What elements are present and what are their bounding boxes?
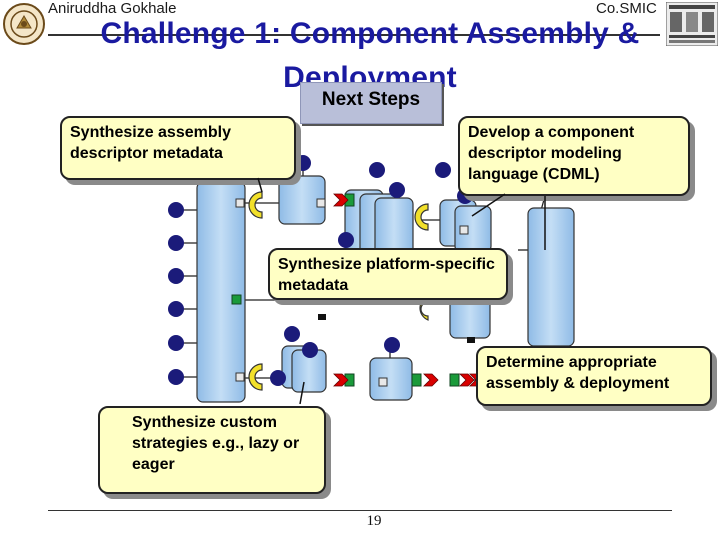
- port-dot: [295, 155, 311, 171]
- receptacle-icon: [248, 191, 263, 219]
- pointer-line: [299, 381, 305, 405]
- port-dot: [168, 369, 184, 385]
- assembly-container: [196, 181, 246, 403]
- port-dot: [168, 235, 184, 251]
- socket-icon: [235, 372, 245, 382]
- port-dot: [389, 182, 405, 198]
- slide-title-line-1: Challenge 1: Component Assembly &: [100, 17, 640, 50]
- university-seal-icon: [3, 3, 45, 45]
- stubs: [318, 314, 475, 343]
- receptacle-icon: [414, 203, 429, 231]
- event-source-icon: [411, 373, 422, 387]
- header-rule: [48, 34, 660, 36]
- port-dot: [338, 232, 354, 248]
- next-steps-label: Next Steps: [300, 82, 442, 124]
- event-sink-icon: [333, 193, 349, 207]
- event-sink-icon: [333, 373, 349, 387]
- port-dot: [168, 335, 184, 351]
- socket-icon: [378, 377, 388, 387]
- port-dot: [384, 337, 400, 353]
- brand-name: Co.SMIC: [596, 0, 657, 17]
- socket-icon: [316, 198, 326, 208]
- component-ports: [270, 155, 473, 386]
- author-name: Aniruddha Gokhale: [48, 0, 177, 17]
- sockets: [235, 198, 469, 387]
- callout-determine: Determine appropriate assembly & deploym…: [476, 346, 712, 406]
- receptacle-icon: [419, 295, 429, 321]
- event-source-icon: [231, 294, 242, 305]
- port-dot: [369, 162, 385, 178]
- port-dot: [168, 268, 184, 284]
- callout-develop-cdml: Develop a component descriptor modeling …: [458, 116, 690, 196]
- stub-icon: [467, 337, 475, 343]
- pointer-line: [471, 193, 506, 217]
- component-boxes: [278, 175, 575, 401]
- callout-platform-specific: Synthesize platform-specific metadata: [268, 248, 508, 300]
- socket-icon: [235, 198, 245, 208]
- port-dot: [168, 202, 184, 218]
- port-dot: [435, 162, 451, 178]
- event-sink-icon: [459, 373, 475, 387]
- callout-custom-strategies: Synthesize custom strategies e.g., lazy …: [98, 406, 326, 494]
- receptacles: [248, 191, 429, 391]
- footer-rule: [48, 510, 672, 511]
- socket-icon: [459, 225, 469, 235]
- stub-icon: [318, 314, 326, 320]
- event-sources: [231, 193, 460, 387]
- external-ports: [168, 202, 184, 385]
- page-number: 19: [366, 513, 382, 529]
- dre-institute-logo-icon: [666, 2, 718, 46]
- port-dot: [284, 326, 300, 342]
- port-dot: [302, 342, 318, 358]
- event-source-icon: [449, 373, 460, 387]
- event-sink-icon: [423, 373, 439, 387]
- port-dot: [270, 370, 286, 386]
- callout-synthesize-assembly: Synthesize assembly descriptor metadata: [60, 116, 296, 180]
- pointer-line: [257, 177, 263, 193]
- port-dot: [168, 301, 184, 317]
- receptacle-icon: [248, 363, 263, 391]
